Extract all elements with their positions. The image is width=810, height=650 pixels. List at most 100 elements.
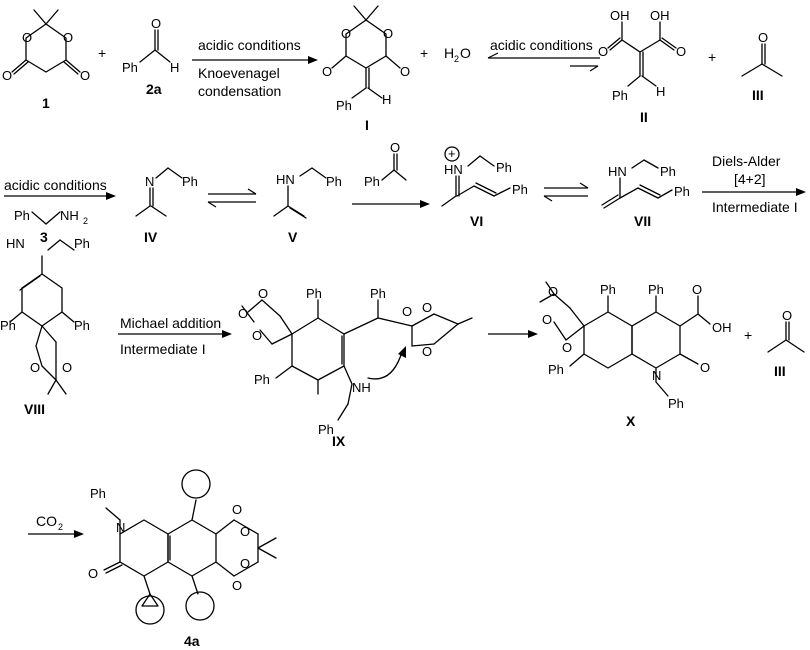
svg-text:Ph: Ph [74,236,90,251]
compound-label-III-second: III [774,363,786,379]
compound-label-4a: 4a [184,633,200,649]
equilibrium-arrow-6 [543,182,589,202]
svg-text:HN: HN [444,162,463,177]
svg-text:Ph: Ph [254,372,270,387]
svg-text:Ph: Ph [364,174,380,189]
svg-text:O: O [62,360,72,375]
structure-compound-VII: HN Ph Ph [601,159,690,209]
svg-text:O: O [80,68,90,83]
reaction-arrow-8 [118,330,232,338]
structure-compound-X: O O O Ph Ph O OH O N Ph Ph [539,281,732,411]
svg-text:OH: OH [650,8,670,23]
svg-text:O: O [782,308,792,323]
condition-step1-top: acidic conditions [198,37,301,53]
svg-text:Ph: Ph [600,282,616,297]
svg-text:OH: OH [610,8,630,23]
svg-text:O: O [542,312,552,327]
svg-text:Ph: Ph [318,422,334,437]
compound-label-2a: 2a [146,81,162,97]
svg-text:+: + [448,146,456,161]
compound-label-III: III [752,87,764,103]
svg-text:HN: HN [6,236,25,251]
svg-text:O: O [700,360,710,375]
reaction-arrow-3 [4,192,116,200]
svg-text:N: N [652,368,661,383]
svg-text:O: O [232,578,242,593]
reaction-arrow-10 [28,530,84,538]
svg-text:O: O [2,68,12,83]
condition-step1-bot1: Knoevenagel [198,65,280,81]
reaction-arrow-9 [488,330,538,338]
svg-text:CO: CO [36,513,57,529]
structure-benzaldehyde-reagent: Ph O [364,140,407,189]
svg-text:O: O [22,30,32,45]
plus-sign: + [708,49,716,65]
svg-text:Ph: Ph [612,88,628,103]
svg-text:H: H [444,45,454,61]
svg-text:Ph: Ph [668,396,684,411]
svg-text:O: O [422,344,432,359]
svg-text:O: O [383,26,393,41]
condition-step2-top: acidic conditions [490,37,593,53]
svg-text:O: O [240,524,250,539]
compound-label-V: V [288,229,298,245]
svg-text:Ph: Ph [496,160,512,175]
svg-text:H: H [170,60,179,75]
svg-text:O: O [322,64,332,79]
svg-text:O: O [258,286,268,301]
condition-step6-bot: Intermediate I [712,199,798,215]
svg-text:O: O [422,300,432,315]
svg-text:Ph: Ph [0,318,16,333]
svg-text:Ph: Ph [306,286,322,301]
compound-label-I: I [365,117,369,133]
svg-text:O: O [562,340,572,355]
svg-text:NH: NH [60,208,79,223]
svg-text:2: 2 [454,54,459,64]
structure-compound-V: HN Ph [273,167,342,219]
compound-label-II: II [640,109,648,125]
svg-text:Ph: Ph [512,182,528,197]
plus-sign: + [420,45,428,61]
svg-text:OH: OH [712,320,732,335]
structure-compound-III: O [741,30,783,77]
svg-text:O: O [240,556,250,571]
svg-text:H: H [656,84,665,99]
svg-text:O: O [341,26,351,41]
svg-text:HN: HN [276,172,295,187]
structure-compound-VIII: HN Ph Ph Ph O O [0,236,90,395]
plus-sign: + [98,45,106,61]
water-formula: H 2 O [444,45,471,64]
svg-text:Ph: Ph [182,174,198,189]
svg-text:N: N [116,520,125,535]
structure-compound-1: O O O O [2,9,90,83]
svg-text:O: O [238,306,248,321]
svg-text:HN: HN [608,164,627,179]
compound-label-3: 3 [40,229,48,245]
compound-label-VII: VII [634,213,651,229]
svg-text:O: O [598,44,608,59]
condition-step9: CO 2 [36,513,63,532]
structure-compound-I: O O O O Ph H [322,5,410,113]
svg-text:NH: NH [352,380,371,395]
svg-text:Ph: Ph [548,362,564,377]
reaction-arrow-1 [192,56,318,64]
svg-text:Ph: Ph [122,60,138,75]
svg-text:O: O [63,30,73,45]
svg-text:O: O [758,30,768,45]
svg-text:Ph: Ph [326,174,342,189]
svg-text:Ph: Ph [370,286,386,301]
svg-text:Ph: Ph [648,282,664,297]
svg-text:O: O [402,304,412,319]
svg-text:O: O [460,45,471,61]
reaction-arrow-7 [702,188,806,196]
svg-text:O: O [252,328,262,343]
compound-label-1: 1 [42,95,50,111]
svg-text:2: 2 [58,522,63,532]
svg-text:Ph: Ph [336,98,352,113]
svg-text:Ph: Ph [90,486,106,501]
svg-text:N: N [145,174,154,189]
svg-text:O: O [692,282,702,297]
compound-label-IV: IV [144,229,158,245]
structure-compound-IV: N Ph [135,167,198,217]
